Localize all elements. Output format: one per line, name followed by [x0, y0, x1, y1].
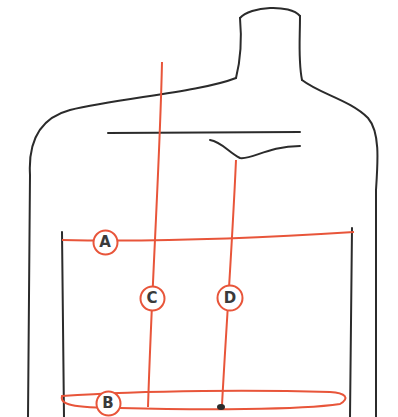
callout-circle: C — [139, 285, 166, 312]
callout-letter: D — [224, 291, 236, 306]
callout-letter: C — [146, 291, 157, 306]
callout-circle: A — [92, 229, 119, 256]
callout-letter: A — [99, 235, 111, 250]
callout-circle: B — [95, 390, 122, 417]
callout-letter: B — [102, 396, 113, 411]
callout-circle: D — [216, 284, 244, 312]
